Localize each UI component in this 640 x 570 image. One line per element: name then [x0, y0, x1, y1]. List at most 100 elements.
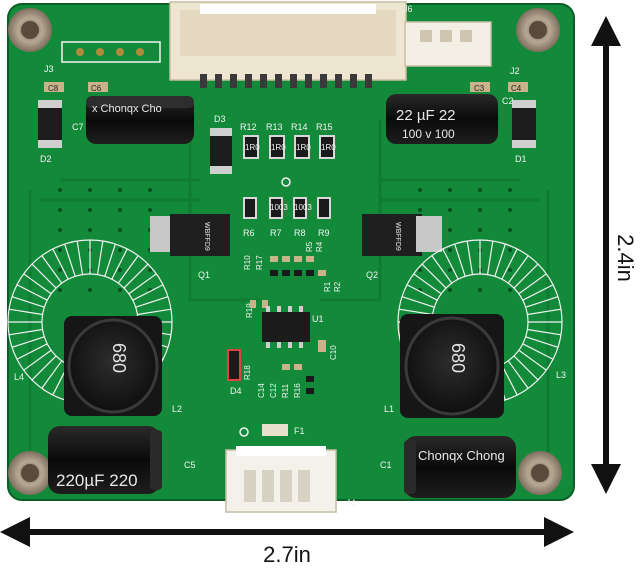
svg-text:C12: C12	[269, 383, 278, 398]
ic-u1: U1	[262, 306, 324, 348]
svg-text:R14: R14	[291, 122, 308, 132]
label-j2: J2	[510, 66, 520, 76]
svg-text:Q1: Q1	[198, 270, 210, 280]
connector-j3-outline: J3	[44, 41, 161, 74]
svg-text:C1: C1	[380, 460, 392, 470]
svg-text:x Chonqx Cho: x Chonqx Cho	[92, 103, 162, 115]
via-dots	[58, 188, 512, 292]
electrolytic-cap-c2: 22 µF 22 100 v 100 C2	[386, 94, 514, 144]
svg-text:1R0: 1R0	[271, 143, 286, 152]
svg-text:C4: C4	[511, 84, 522, 93]
resistor-r12: R12 1R0	[240, 122, 260, 159]
dimension-width: 2.7in	[0, 517, 574, 567]
svg-text:R9: R9	[318, 228, 330, 238]
connector-j2-header: J2	[404, 21, 520, 76]
electrolytic-cap-c1: Chonqx Chong C1	[380, 436, 516, 498]
svg-text:C14: C14	[257, 383, 266, 398]
inductor-l1: 680 L1 L3	[384, 314, 566, 418]
resistor-r13: R13 1R0	[266, 122, 286, 159]
diode-d3: D3	[210, 114, 232, 174]
diode-d2: D2	[38, 100, 62, 164]
svg-text:D4: D4	[230, 386, 242, 396]
lower-passive-labels: C14 C12 R11 R16	[257, 364, 314, 398]
svg-text:L1: L1	[384, 404, 394, 414]
svg-text:220µF 220: 220µF 220	[56, 471, 138, 490]
svg-text:WBFFD9: WBFFD9	[394, 222, 401, 251]
svg-text:L2: L2	[172, 404, 182, 414]
svg-text:R13: R13	[266, 122, 283, 132]
resistor-r15: R15 1R0	[316, 122, 336, 159]
mounting-hole-bottom-left	[8, 451, 52, 495]
inductor-l2: 680 L4 L2	[14, 316, 182, 416]
height-label: 2.4in	[613, 234, 638, 282]
svg-text:C6: C6	[91, 84, 102, 93]
svg-text:R8: R8	[294, 228, 306, 238]
svg-text:C3: C3	[474, 84, 485, 93]
mosfet-q2: WBFFD9 Q2	[362, 214, 442, 280]
svg-text:1R0: 1R0	[245, 143, 260, 152]
svg-text:R10: R10	[243, 255, 252, 270]
svg-text:F1: F1	[294, 426, 305, 436]
resistor-r7: 1003 R7	[269, 197, 288, 238]
label-j3: J3	[44, 64, 54, 74]
svg-text:100 v 100: 100 v 100	[402, 127, 455, 141]
connector-j6: J6	[169, 1, 413, 88]
smd-cap-c3: C3	[470, 82, 490, 93]
resistor-r6: R6	[243, 197, 257, 238]
svg-text:WBFFD9: WBFFD9	[203, 222, 210, 251]
svg-text:L3: L3	[556, 370, 566, 380]
width-label: 2.7in	[263, 542, 311, 567]
svg-text:R11: R11	[281, 383, 290, 398]
svg-text:R12: R12	[240, 122, 257, 132]
svg-text:D3: D3	[214, 114, 226, 124]
svg-text:1R0: 1R0	[296, 143, 311, 152]
smd-cap-c6: C6	[88, 82, 108, 93]
smd-cap-c4: C4	[508, 82, 528, 93]
label-r18: R18	[243, 365, 252, 380]
svg-text:R2: R2	[333, 281, 342, 292]
svg-text:R6: R6	[243, 228, 255, 238]
svg-text:680: 680	[448, 343, 468, 373]
svg-text:D1: D1	[515, 154, 527, 164]
mounting-hole-top-left	[8, 8, 52, 52]
svg-text:C5: C5	[184, 460, 196, 470]
smd-cap-c8: C8	[44, 82, 64, 93]
resistor-r14: R14 1R0	[291, 122, 311, 159]
resistor-r9: R9	[317, 197, 331, 238]
label-j6: J6	[403, 4, 413, 14]
dimension-height: 2.4in	[591, 15, 638, 494]
svg-text:R16: R16	[293, 383, 302, 398]
svg-text:R4: R4	[315, 241, 324, 252]
mosfet-q1: WBFFD9 Q1	[150, 214, 230, 280]
smd-parts-center	[250, 256, 326, 308]
svg-text:1R0: 1R0	[321, 143, 336, 152]
svg-text:Q2: Q2	[366, 270, 378, 280]
electrolytic-cap-c7: x Chonqx Cho C7	[72, 96, 194, 144]
mounting-hole-bottom-right	[518, 451, 562, 495]
connector-j4: J4	[225, 446, 356, 513]
fuse-f1: F1	[239, 424, 305, 437]
svg-text:R1: R1	[323, 281, 332, 292]
svg-text:R7: R7	[270, 228, 282, 238]
electrolytic-cap-c5: 220µF 220 C5	[48, 426, 196, 494]
svg-text:Chonqx Chong: Chonqx Chong	[418, 448, 505, 463]
resistor-r8: 1003 R8	[293, 197, 312, 238]
svg-text:1003: 1003	[270, 203, 288, 212]
svg-text:680: 680	[109, 343, 129, 373]
test-point	[281, 177, 291, 187]
svg-text:C8: C8	[48, 84, 59, 93]
svg-text:R5: R5	[305, 241, 314, 252]
svg-text:R19: R19	[245, 303, 254, 318]
svg-text:J4: J4	[346, 498, 356, 508]
svg-text:D2: D2	[40, 154, 52, 164]
copper-traces	[28, 120, 550, 480]
mounting-hole-top-right	[516, 8, 560, 52]
svg-text:1003: 1003	[294, 203, 312, 212]
svg-text:C10: C10	[329, 345, 338, 360]
svg-text:U1: U1	[312, 314, 324, 324]
svg-text:C2: C2	[502, 96, 514, 106]
diode-d4: D4	[227, 349, 242, 396]
svg-text:R15: R15	[316, 122, 333, 132]
diode-d1: D1	[512, 100, 536, 164]
